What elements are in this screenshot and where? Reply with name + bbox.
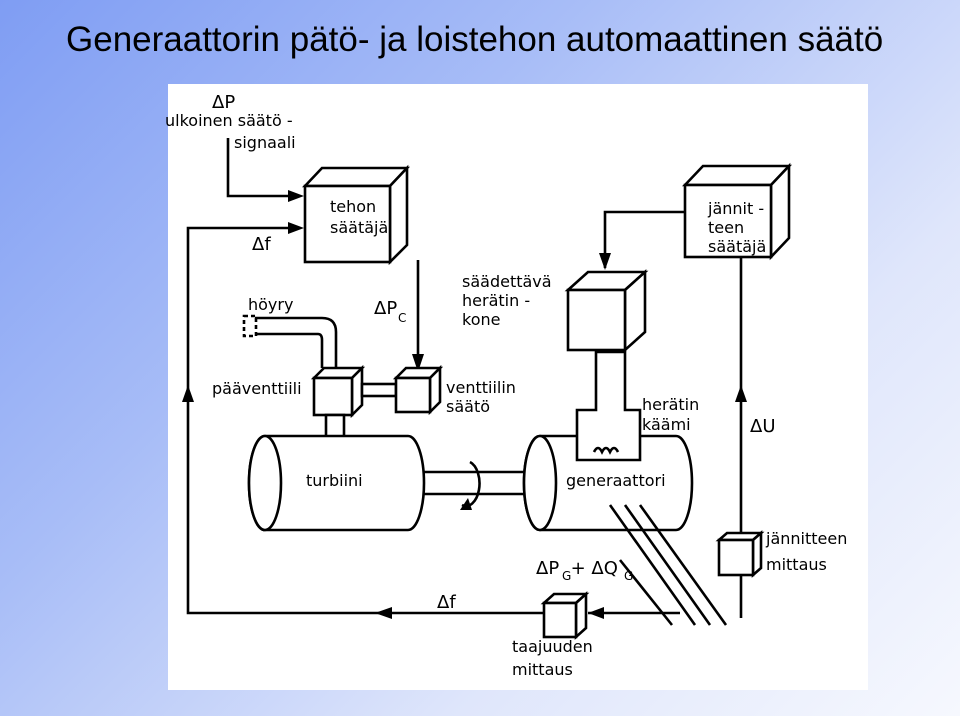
main-valve-label: pääventtiili <box>212 379 302 398</box>
exciter-label-3: kone <box>462 310 500 329</box>
voltage-regulator-line <box>603 210 690 268</box>
power-controller-label-2: säätäjä <box>330 218 388 237</box>
arrow-into-valve-control <box>412 354 424 372</box>
valve-control-label-1: venttiilin <box>446 378 516 397</box>
pg-subscript: G <box>562 569 571 583</box>
field-winding-label-1: herätin <box>642 395 699 414</box>
main-valve-box <box>310 364 366 419</box>
external-signal-line <box>226 138 300 198</box>
turbine-label: turbiini <box>306 471 363 490</box>
valve-stem <box>360 382 398 398</box>
generator-output-lines <box>608 504 728 626</box>
frequency-measurement-box <box>540 591 590 640</box>
arrow-into-power-controller-p <box>288 190 304 202</box>
external-signal-label-2: signaali <box>234 133 296 152</box>
delta-f-top-label: Δf <box>252 234 271 255</box>
slide-title: Generaattorin pätö- ja loistehon automaa… <box>66 20 884 59</box>
frequency-feedback-line <box>186 226 545 615</box>
valve-control-box <box>392 364 444 416</box>
turbine <box>247 434 426 532</box>
external-signal-label-1: ulkoinen säätö - <box>165 111 293 130</box>
arrow-into-freq-meas <box>588 607 604 619</box>
arrow-up-left <box>182 385 194 402</box>
delta-pc-label: ΔP <box>374 298 397 319</box>
steam-label: höyry <box>248 295 293 314</box>
generator <box>522 434 694 532</box>
pq-label: ΔP + ΔQ <box>536 558 618 579</box>
field-winding-housing <box>575 350 642 462</box>
voltage-regulator-label-3: säätäjä <box>708 237 766 256</box>
freq-meas-label-2: mittaus <box>512 660 573 679</box>
arrow-into-power-controller-f <box>288 222 304 234</box>
exciter-label-1: säädettävä <box>462 272 552 291</box>
delta-f-bottom-label: Δf <box>437 592 456 613</box>
valve-control-label-2: säätö <box>446 397 490 416</box>
exciter-box <box>564 269 649 353</box>
voltage-regulator-label-1: jännit - <box>707 199 764 218</box>
power-controller-label-1: tehon <box>330 197 376 216</box>
shaft <box>423 460 538 510</box>
voltage-regulator-box <box>681 162 793 261</box>
delta-pc-subscript: C <box>398 311 406 325</box>
voltage-regulator-label-2: teen <box>708 218 744 237</box>
field-winding-label-2: käämi <box>642 415 691 434</box>
delta-p-label: ΔP <box>212 92 235 113</box>
voltage-meas-label-1: jännitteen <box>765 529 847 548</box>
power-controller-box <box>301 164 411 266</box>
steam-pipe <box>242 314 338 368</box>
arrow-left-bottom <box>375 607 392 619</box>
winding-coil <box>592 446 620 455</box>
freq-meas-label-1: taajuuden <box>512 637 593 656</box>
delta-u-label: ΔU <box>750 416 776 437</box>
arrow-into-exciter <box>599 253 611 270</box>
arrow-up-voltage <box>735 385 747 402</box>
voltage-meas-label-2: mittaus <box>766 555 827 574</box>
qg-subscript: G <box>624 569 633 583</box>
voltage-measurement-box <box>715 530 765 578</box>
exciter-label-2: herätin - <box>462 291 530 310</box>
generator-label: generaattori <box>566 471 666 490</box>
